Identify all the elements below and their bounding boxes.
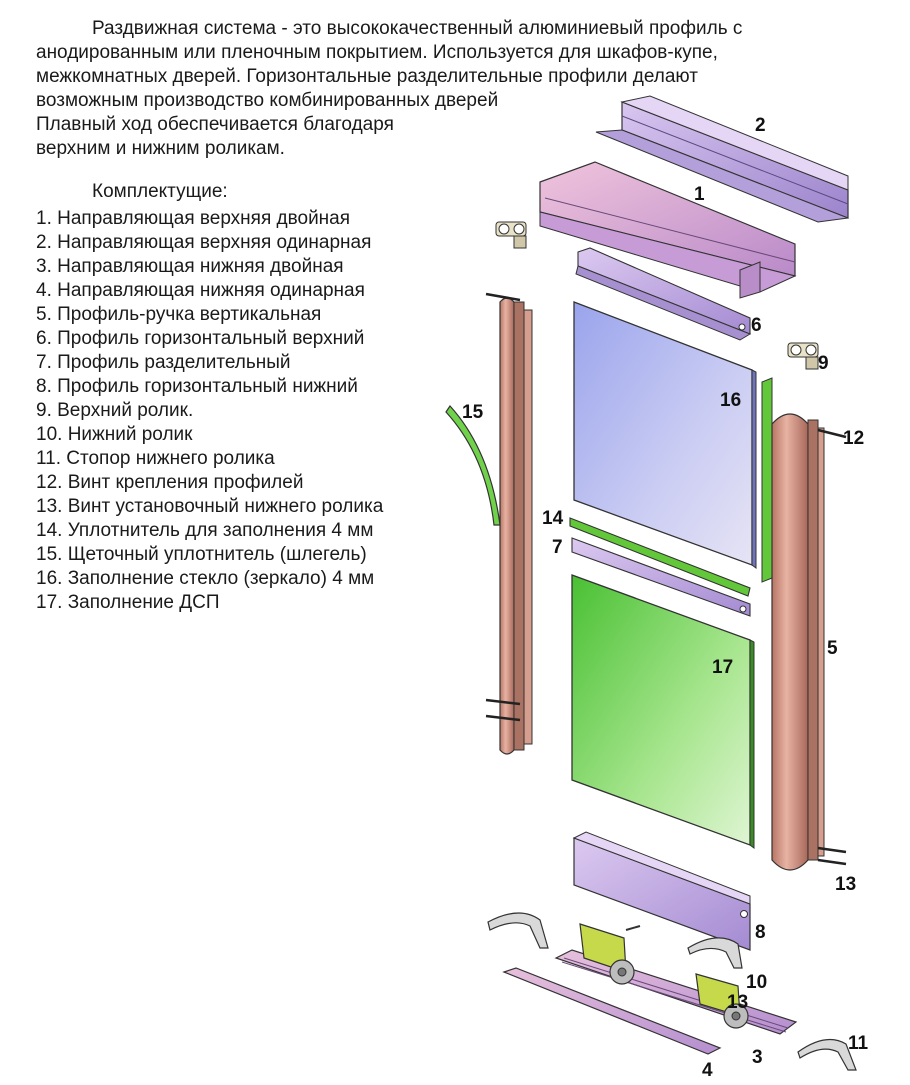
part-label-9: 9 xyxy=(818,353,829,374)
list-item: 17. Заполнение ДСП xyxy=(36,592,220,613)
lower-single-rail xyxy=(502,967,722,1055)
brush-seal xyxy=(445,405,501,526)
upper-single-rail xyxy=(595,95,849,223)
part-label-3: 3 xyxy=(752,1047,763,1068)
part-label-4: 4 xyxy=(702,1060,713,1081)
bottom-roller-icon xyxy=(695,973,749,1029)
roller-stopper-icon xyxy=(687,937,743,969)
part-label-13: 13 xyxy=(835,874,856,895)
part-label-10: 10 xyxy=(746,972,767,993)
upper-double-rail xyxy=(539,161,797,299)
top-horizontal-profile xyxy=(575,247,752,341)
vertical-seal-strip xyxy=(761,377,773,583)
right-handle-profile xyxy=(771,413,847,871)
part-label-7: 7 xyxy=(552,537,563,558)
part-label-2: 2 xyxy=(755,115,766,136)
list-item: 1. Направляющая верхняя двойная xyxy=(36,208,351,229)
list-item: 3. Направляющая нижняя двойная xyxy=(36,256,344,277)
intro-line: межкомнатных дверей. Горизонтальные разд… xyxy=(36,66,698,87)
left-handle-profile xyxy=(485,292,533,755)
upper-roller-icon xyxy=(787,342,819,370)
list-item: 14. Уплотнитель для заполнения 4 мм xyxy=(36,520,374,541)
intro-line: Раздвижная система - это высококачествен… xyxy=(92,18,743,39)
list-item: 16. Заполнение стекло (зеркало) 4 мм xyxy=(36,568,375,589)
roller-stopper-icon xyxy=(487,912,549,949)
part-label-14: 14 xyxy=(542,508,564,529)
bottom-horizontal-profile xyxy=(572,831,751,951)
upper-roller-icon xyxy=(495,221,527,249)
part-label-12: 12 xyxy=(843,428,864,449)
part-label-13: 13 xyxy=(727,992,748,1013)
chipboard-panel xyxy=(571,574,755,849)
part-label-11: 11 xyxy=(848,1033,869,1054)
bottom-roller-icon xyxy=(579,923,641,985)
intro-text: Раздвижная система - это высококачествен… xyxy=(0,0,910,170)
part-label-16: 16 xyxy=(720,390,741,411)
intro-line: верхним и нижним роликам. xyxy=(36,138,285,159)
part-label-5: 5 xyxy=(827,638,838,659)
part-label-8: 8 xyxy=(755,922,766,943)
list-item: 15. Щеточный уплотнитель (шлегель) xyxy=(36,544,367,565)
intro-line: анодированным или пленочным покрытием. И… xyxy=(36,42,718,63)
glass-panel xyxy=(573,301,757,569)
list-item: 2. Направляющая верхняя одинарная xyxy=(36,232,372,253)
components-list: 1. Направляющая верхняя двойная 2. Напра… xyxy=(36,207,383,615)
components-title: Комплектущие: xyxy=(92,181,228,202)
part-label-17: 17 xyxy=(712,657,733,678)
list-item: 4. Направляющая нижняя одинарная xyxy=(36,280,365,301)
intro-line: Плавный ход обеспечивается благодаря xyxy=(36,114,394,135)
divider-profile xyxy=(571,537,751,617)
list-item: 6. Профиль горизонтальный верхний xyxy=(36,328,365,349)
list-item: 7. Профиль разделительный xyxy=(36,352,291,373)
list-item: 10. Нижний ролик xyxy=(36,424,193,445)
part-label-6: 6 xyxy=(751,315,762,336)
list-item: 9. Верхний ролик. xyxy=(36,400,194,421)
list-item: 5. Профиль-ручка вертикальная xyxy=(36,304,322,325)
list-item: 13. Винт установочный нижнего ролика xyxy=(36,496,384,517)
horizontal-seal-strip xyxy=(569,517,751,597)
part-label-15: 15 xyxy=(462,402,484,423)
roller-stopper-icon xyxy=(797,1038,857,1071)
list-item: 8. Профиль горизонтальный нижний xyxy=(36,376,358,397)
part-label-1: 1 xyxy=(694,184,705,205)
intro-line: возможным производство комбинированных д… xyxy=(36,90,499,111)
list-item: 12. Винт крепления профилей xyxy=(36,472,304,493)
list-item: 11. Стопор нижнего ролика xyxy=(36,448,275,469)
